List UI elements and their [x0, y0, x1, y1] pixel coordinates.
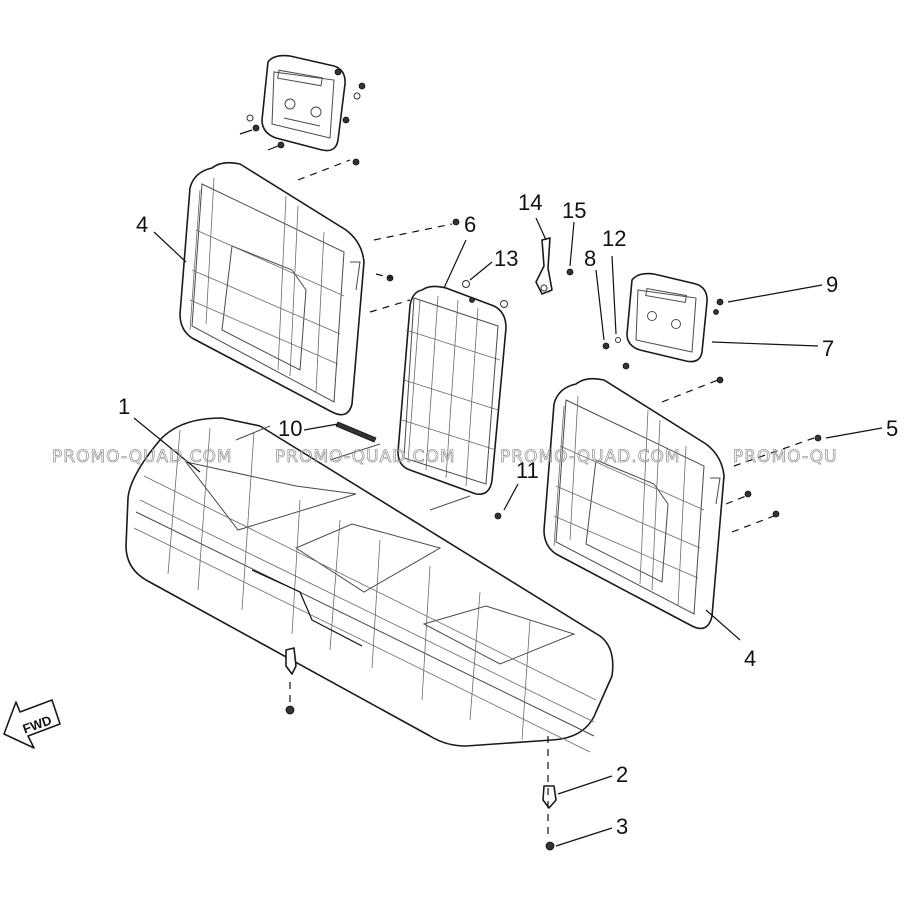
- callout-3: 3: [616, 814, 628, 839]
- callout-labels: 1 2 3 4 4 5 6 7 8 9 10 11 12 13 14 15: [118, 190, 898, 839]
- hardware-left: [239, 68, 508, 308]
- backrest-right: [543, 377, 725, 630]
- callout-7: 7: [822, 336, 834, 361]
- hardware-under-seat: [285, 647, 557, 851]
- headrest-right: [626, 272, 708, 363]
- callout-4-lower: 4: [744, 646, 756, 671]
- callout-4-upper: 4: [136, 212, 148, 237]
- callout-10: 10: [278, 416, 302, 441]
- callout-9: 9: [826, 272, 838, 297]
- callout-12: 12: [602, 226, 626, 251]
- watermarks: PROMO-QUAD.COM PROMO-QUAD.COM PROMO-QUAD…: [52, 447, 838, 468]
- watermark-2: PROMO-QUAD.COM: [275, 447, 456, 467]
- assembly-lines: [289, 159, 815, 840]
- callout-13: 13: [494, 246, 518, 271]
- callout-1: 1: [118, 394, 130, 419]
- headrest-left: [261, 54, 346, 152]
- callout-6: 6: [464, 212, 476, 237]
- watermark-1: PROMO-QUAD.COM: [52, 447, 233, 467]
- backrest-center: [397, 285, 507, 496]
- backrest-left: [179, 161, 365, 416]
- forward-arrow-icon: FWD: [3, 699, 61, 749]
- leader-lines: [133, 217, 883, 847]
- watermark-4: PROMO-QU: [733, 447, 838, 467]
- callout-11: 11: [516, 458, 539, 483]
- callout-2: 2: [616, 762, 628, 787]
- seat-base: [125, 417, 614, 753]
- callout-5: 5: [886, 416, 898, 441]
- callout-15: 15: [562, 198, 586, 223]
- watermark-3: PROMO-QUAD.COM: [500, 447, 681, 467]
- callout-14: 14: [518, 190, 542, 215]
- hardware-right: [335, 237, 822, 520]
- callout-8: 8: [584, 246, 596, 271]
